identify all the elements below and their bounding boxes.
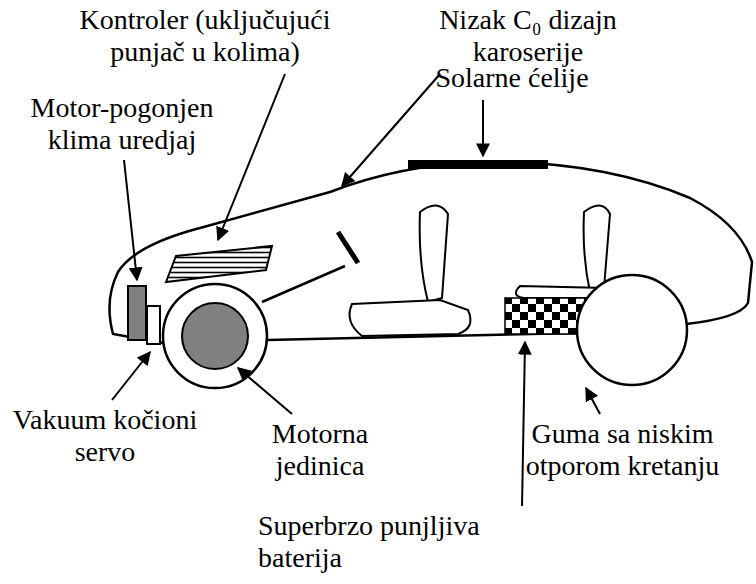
callout-label: Motor-pogonjen klima uredjaj bbox=[22, 92, 222, 156]
rear-wheel bbox=[577, 275, 687, 385]
callout-label: Superbrzo punjljiva baterija bbox=[258, 510, 498, 574]
front-wheel bbox=[163, 284, 267, 388]
callout-label: Vakuum kočioni servo bbox=[5, 404, 205, 468]
steering-column bbox=[262, 266, 345, 302]
callout-label: Guma sa niskim otporom kretanju bbox=[515, 418, 730, 482]
leader-line bbox=[238, 368, 292, 414]
vacuum-servo bbox=[147, 306, 160, 344]
callout-label: Solarne ćelije bbox=[392, 62, 632, 94]
callout-label: Kontroler (uključujući punjač u kolima) bbox=[65, 4, 345, 68]
motor-unit bbox=[182, 303, 248, 369]
leader-line bbox=[218, 74, 285, 240]
solar-cells bbox=[408, 160, 548, 169]
leader-line bbox=[482, 100, 484, 156]
controller bbox=[166, 246, 272, 282]
leader-line bbox=[522, 342, 525, 506]
leader-line bbox=[586, 388, 600, 414]
front-seat-cushion bbox=[350, 300, 471, 336]
leader-line bbox=[342, 74, 440, 186]
rear-seat-back bbox=[584, 205, 610, 292]
steering-wheel bbox=[338, 232, 358, 263]
leader-line bbox=[124, 160, 137, 280]
callout-label: Motorna jedinica bbox=[255, 418, 385, 482]
air-conditioner bbox=[128, 286, 146, 340]
callout-label: Nizak C₀ dizajn karoserije bbox=[428, 4, 628, 68]
front-seat-back bbox=[420, 205, 448, 302]
leader-line bbox=[112, 352, 150, 400]
